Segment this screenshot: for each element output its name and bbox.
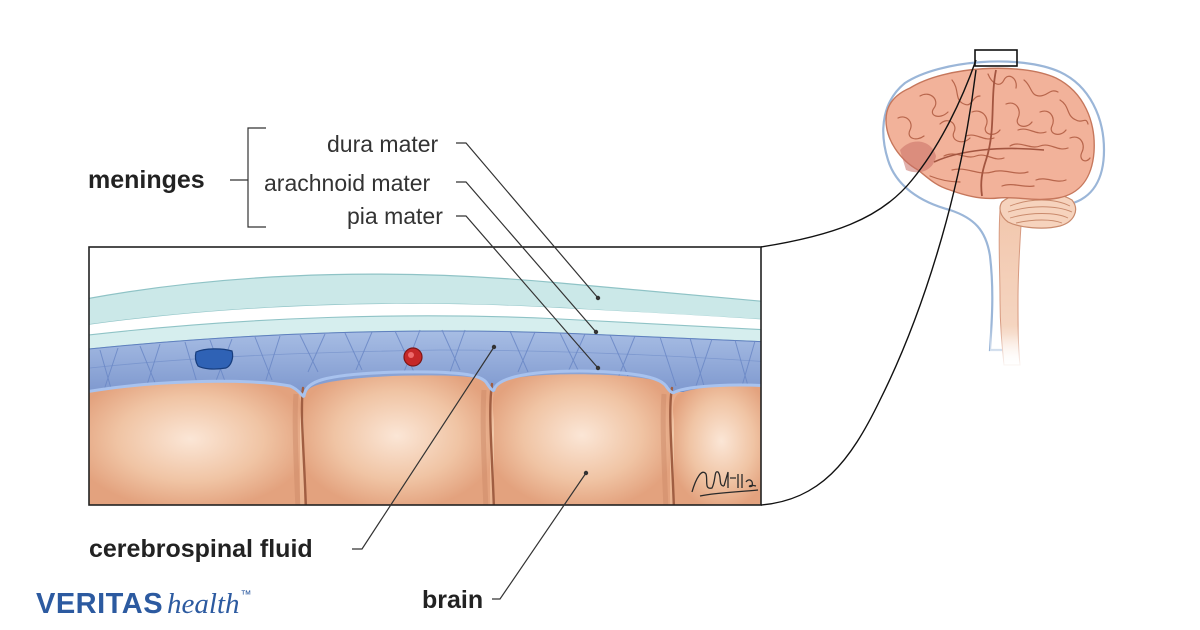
label-arachnoid-mater: arachnoid mater — [264, 170, 431, 196]
dura-mater-layer — [89, 273, 761, 326]
gyrus-2 — [302, 375, 492, 505]
logo-wordmark-veritas: VERITAS — [36, 588, 164, 620]
label-brain: brain — [422, 586, 484, 614]
label-dura-mater: dura mater — [327, 131, 439, 157]
gyrus-1 — [89, 381, 301, 505]
pia-mater-layer — [89, 369, 761, 398]
brain-illustration — [882, 60, 1106, 370]
leader-lines — [230, 127, 599, 600]
logo-wordmark-health: health — [167, 588, 240, 620]
cerebrum-gyri — [897, 73, 1091, 188]
cross-section-inset — [89, 247, 761, 505]
artist-signature-icon — [691, 471, 759, 497]
arachnoid-trabeculae — [99, 329, 756, 393]
gyrus-4 — [673, 384, 761, 505]
vein-icon — [194, 348, 234, 370]
label-cerebrospinal-fluid: cerebrospinal fluid — [89, 535, 313, 563]
logo-trademark: ™ — [240, 589, 252, 601]
zoom-region-box-icon — [974, 49, 1018, 67]
inset-frame — [88, 246, 762, 506]
label-meninges: meninges — [88, 166, 205, 194]
label-pia-mater: pia mater — [347, 203, 443, 229]
gyrus-3 — [492, 374, 672, 505]
zoom-connectors — [760, 59, 977, 506]
